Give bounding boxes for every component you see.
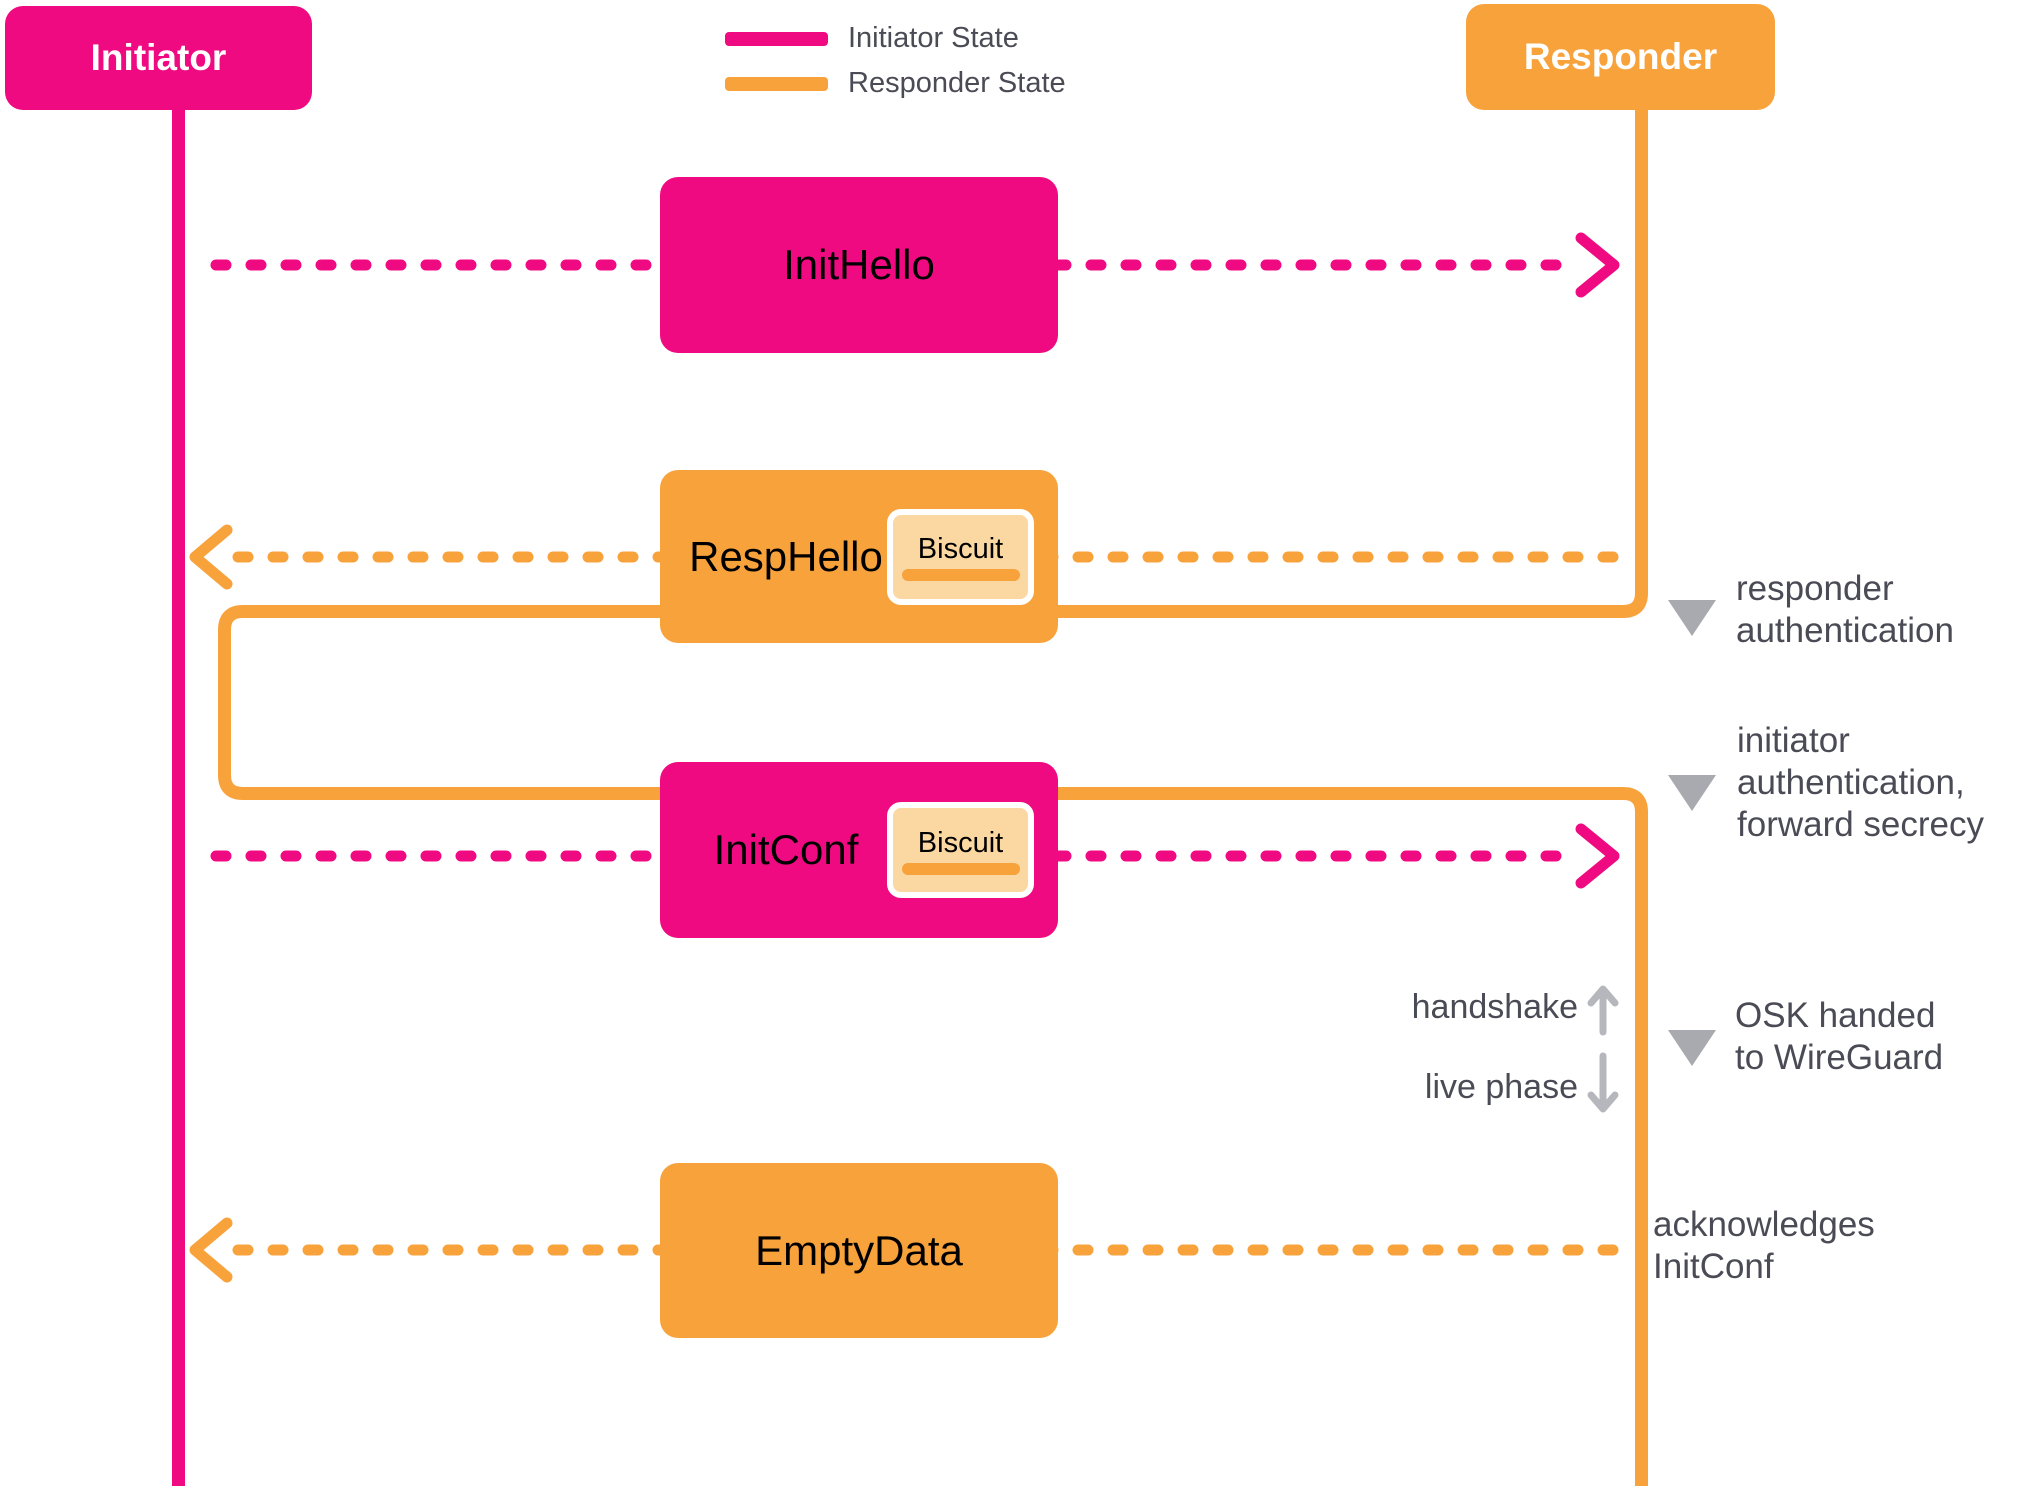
initiator-actor-label: Initiator [90,37,227,78]
legend-row-initiator-state: Initiator State [725,16,1066,61]
responder-actor-box: Responder [1466,4,1775,110]
osk-marker-icon [1668,1030,1716,1066]
annotation-line: InitConf [1653,1247,1774,1286]
annotation-line: authentication, [1737,763,1965,802]
annotation-osk-handed: OSK handed to WireGuard [1735,995,1943,1079]
resphello-arrowhead-icon [189,524,233,590]
annotation-line: acknowledges [1653,1205,1875,1244]
legend-label-initiator-state: Initiator State [848,22,1019,54]
initiator-actor-box: Initiator [5,6,312,110]
annotation-line: to WireGuard [1735,1038,1944,1077]
annotation-acknowledges-initconf: acknowledges InitConf [1653,1204,1875,1288]
legend-row-responder-state: Responder State [725,61,1066,106]
initiator-auth-marker-icon [1668,775,1716,811]
initconf-arrowhead-icon [1575,823,1620,889]
live-phase-down-arrow-icon [1587,1052,1619,1113]
responder-state-swatch [725,76,828,91]
responder-auth-marker-icon [1668,600,1716,636]
annotation-line: forward secrecy [1737,805,1985,844]
legend: Initiator State Responder State [725,16,1066,106]
phase-label-live-phase: live phase [1424,1068,1578,1106]
message-emptydata-label: EmptyData [755,1226,963,1274]
annotation-line: responder [1736,569,1894,608]
resphello-biscuit-label: Biscuit [917,533,1004,565]
message-initconf: InitConf Biscuit [660,762,1058,938]
resphello-biscuit-token: Biscuit [887,508,1034,605]
annotation-responder-authentication: responder authentication [1736,568,1954,652]
initconf-biscuit-label: Biscuit [917,826,1004,859]
message-inithello-label: InitHello [783,241,935,288]
message-resphello-label: RespHello [689,532,883,580]
annotation-initiator-authentication: initiator authentication, forward secrec… [1737,720,1984,846]
annotation-line: OSK handed [1735,996,1936,1035]
initconf-biscuit-bar [901,862,1020,875]
responder-state-line [218,110,1648,1486]
initconf-biscuit-token: Biscuit [887,802,1034,898]
message-resphello: RespHello Biscuit [660,470,1058,643]
message-inithello: InitHello [660,177,1058,353]
message-initconf-label: InitConf [713,826,859,873]
emptydata-arrowhead-icon [189,1217,233,1283]
phase-label-handshake: handshake [1411,988,1578,1026]
handshake-up-arrow-icon [1587,985,1619,1036]
annotation-line: authentication [1736,611,1954,650]
annotation-line: initiator [1737,721,1850,760]
resphello-biscuit-bar [901,569,1020,581]
initiator-state-swatch [725,31,828,46]
inithello-arrowhead-icon [1575,232,1620,298]
responder-actor-label: Responder [1523,36,1718,77]
message-emptydata: EmptyData [660,1163,1058,1338]
legend-label-responder-state: Responder State [848,67,1066,99]
